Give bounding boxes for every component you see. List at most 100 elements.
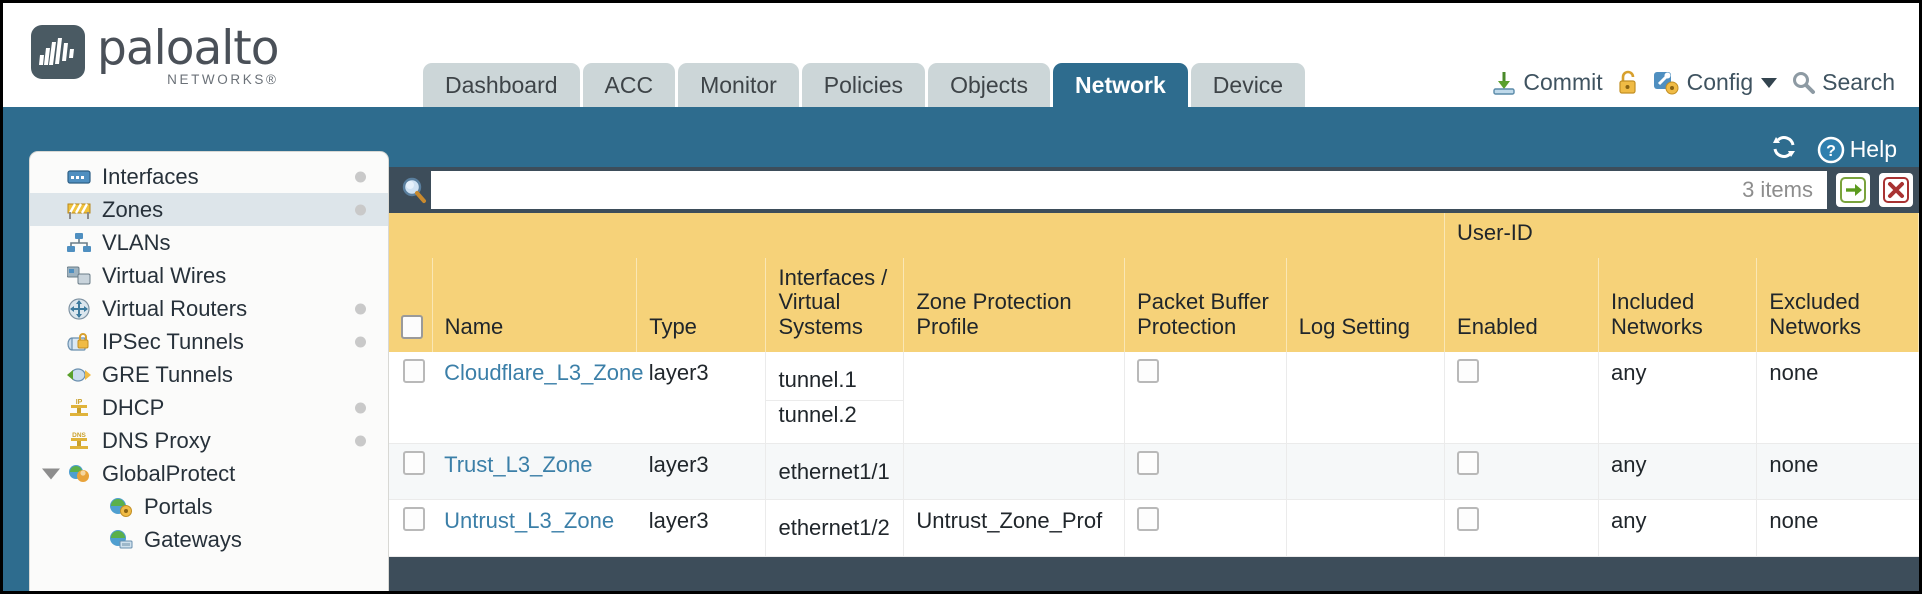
top-right-actions: Commit Config xyxy=(1491,69,1895,96)
tab-device[interactable]: Device xyxy=(1190,63,1306,107)
sidebar-item-virtual-routers[interactable]: Virtual Routers xyxy=(30,292,388,325)
sidebar-item-globalprotect[interactable]: GlobalProtect xyxy=(30,457,388,490)
cell-packet-buffer-protection[interactable] xyxy=(1124,443,1287,500)
cell-userid-enabled[interactable] xyxy=(1444,443,1599,500)
vlans-icon xyxy=(66,232,92,254)
expand-triangle-icon[interactable] xyxy=(42,468,60,479)
sidebar-item-interfaces[interactable]: Interfaces xyxy=(30,160,388,193)
col-packet-buffer-protection[interactable]: Packet Buffer Protection xyxy=(1124,257,1287,352)
row-select-cell[interactable] xyxy=(389,499,433,557)
paloalto-logo-icon xyxy=(31,25,85,79)
tab-acc[interactable]: ACC xyxy=(582,63,676,107)
col-zone-protection-profile[interactable]: Zone Protection Profile xyxy=(903,257,1126,352)
packet-buffer-protection-checkbox[interactable] xyxy=(1137,358,1160,383)
packet-buffer-protection-checkbox[interactable] xyxy=(1137,507,1160,531)
userid-enabled-checkbox[interactable] xyxy=(1457,507,1480,531)
userid-enabled-checkbox[interactable] xyxy=(1457,450,1480,475)
zone-link[interactable]: Untrust_L3_Zone xyxy=(444,508,615,533)
select-all-checkbox[interactable] xyxy=(401,314,423,339)
sidebar-item-gateways[interactable]: Gateways xyxy=(30,523,388,556)
col-name[interactable]: Name xyxy=(432,257,638,352)
cell-name[interactable]: Cloudflare_L3_Zone xyxy=(432,351,643,444)
cell-type: layer3 xyxy=(636,443,766,500)
sidebar-item-vlans[interactable]: VLANs xyxy=(30,226,388,259)
cell-packet-buffer-protection[interactable] xyxy=(1124,351,1287,444)
sidebar-item-ipsec-tunnels[interactable]: IPSec Tunnels xyxy=(30,325,388,358)
config-menu[interactable]: Config xyxy=(1653,69,1778,96)
sidebar-item-label: Zones xyxy=(102,196,164,222)
filter-search-icon-box[interactable] xyxy=(397,171,431,209)
cell-packet-buffer-protection[interactable] xyxy=(1124,499,1287,557)
globalprotect-icon xyxy=(66,463,92,485)
clear-filter-button[interactable] xyxy=(1879,173,1913,207)
tab-dashboard[interactable]: Dashboard xyxy=(423,63,580,107)
dhcp-icon: IP xyxy=(66,397,92,419)
sidebar-item-gre-tunnels[interactable]: GRE Tunnels xyxy=(30,358,388,391)
cell-log-setting xyxy=(1285,443,1445,500)
col-log-setting[interactable]: Log Setting xyxy=(1286,257,1446,352)
refresh-button[interactable] xyxy=(1769,133,1799,166)
cell-log-setting xyxy=(1285,499,1445,557)
help-icon: ? xyxy=(1817,136,1844,163)
zone-link[interactable]: Trust_L3_Zone xyxy=(444,451,593,477)
search-button[interactable]: Search xyxy=(1790,69,1895,96)
items-count: 3 items xyxy=(1742,177,1813,202)
help-button[interactable]: ? Help xyxy=(1817,136,1897,164)
col-type[interactable]: Type xyxy=(636,257,767,352)
sidebar-item-label: GlobalProtect xyxy=(102,460,236,486)
sidebar-item-label: Interfaces xyxy=(102,163,199,189)
cell-included-networks: any xyxy=(1598,443,1757,500)
red-x-icon xyxy=(1883,177,1909,203)
virtual-routers-icon xyxy=(66,297,92,320)
tab-network[interactable]: Network xyxy=(1053,63,1188,107)
commit-icon xyxy=(1493,71,1516,95)
sidebar-item-label: Virtual Wires xyxy=(102,262,227,288)
zone-link[interactable]: Cloudflare_L3_Zone xyxy=(444,359,644,385)
search-label: Search xyxy=(1822,69,1895,95)
filter-input[interactable]: 3 items xyxy=(431,171,1827,209)
select-all-header[interactable] xyxy=(389,257,433,352)
tab-objects[interactable]: Objects xyxy=(928,63,1051,107)
commit-button[interactable]: Commit xyxy=(1491,69,1603,96)
row-checkbox[interactable] xyxy=(403,507,425,531)
col-userid-enabled[interactable]: Enabled xyxy=(1444,257,1600,352)
chevron-down-icon[interactable] xyxy=(1761,77,1778,88)
cell-userid-enabled[interactable] xyxy=(1444,499,1599,557)
group-header-row: User-ID xyxy=(389,213,1919,258)
config-icon xyxy=(1653,71,1679,94)
sidebar-item-label: Gateways xyxy=(144,526,242,552)
cell-name[interactable]: Untrust_L3_Zone xyxy=(432,499,637,557)
lock-button[interactable] xyxy=(1616,70,1640,96)
cell-log-setting xyxy=(1285,351,1445,444)
row-select-cell[interactable] xyxy=(389,443,433,500)
col-excluded-networks[interactable]: Excluded Networks xyxy=(1756,257,1919,352)
tab-monitor[interactable]: Monitor xyxy=(678,63,799,107)
col-included-networks[interactable]: Included Networks xyxy=(1598,257,1758,352)
sidebar-item-status-dot xyxy=(355,303,366,314)
packet-buffer-protection-checkbox[interactable] xyxy=(1137,450,1160,475)
cell-name[interactable]: Trust_L3_Zone xyxy=(432,443,637,500)
sidebar-item-virtual-wires[interactable]: Virtual Wires xyxy=(30,259,388,292)
interfaces-icon xyxy=(66,166,92,188)
sidebar-item-label: Portals xyxy=(144,493,213,519)
col-interfaces[interactable]: Interfaces / Virtual Systems xyxy=(765,257,905,352)
tab-policies[interactable]: Policies xyxy=(801,63,926,107)
apply-filter-button[interactable] xyxy=(1836,173,1870,207)
row-checkbox[interactable] xyxy=(403,450,425,475)
sidebar-item-portals[interactable]: Portals xyxy=(30,490,388,523)
row-select-cell[interactable] xyxy=(389,351,433,444)
row-checkbox[interactable] xyxy=(403,358,425,383)
cell-userid-enabled[interactable] xyxy=(1444,351,1599,444)
column-header-row: Name Type Interfaces / Virtual Systems Z… xyxy=(389,257,1919,352)
sidebar-item-zones[interactable]: Zones xyxy=(30,193,388,226)
userid-enabled-checkbox[interactable] xyxy=(1457,358,1480,383)
